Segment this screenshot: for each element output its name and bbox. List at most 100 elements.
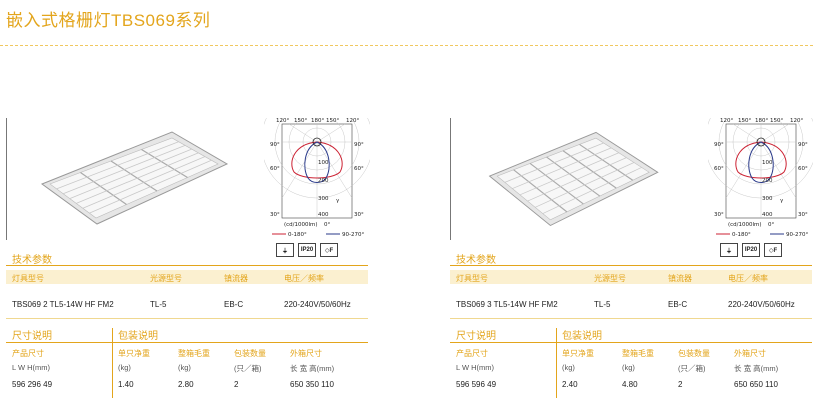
outer-value: 650 650 110: [734, 380, 778, 389]
ballast-value: EB-C: [668, 300, 688, 309]
svg-text:200: 200: [318, 178, 329, 184]
voltage-value: 220-240V/50/60Hz: [728, 300, 795, 309]
net-weight-value: 1.40: [118, 380, 134, 389]
product-panel-1: 120°150°180°150°120° 90°60°30° 90°60°30°…: [6, 85, 374, 408]
lwh-label: L W H(mm): [456, 363, 495, 372]
gross-weight-value: 4.80: [622, 380, 638, 389]
svg-text:400: 400: [318, 212, 329, 218]
pack-heading: 包装说明: [562, 331, 602, 342]
svg-text:120°: 120°: [346, 118, 359, 124]
title-divider: [0, 45, 813, 46]
spec-header-bar: [6, 270, 368, 284]
pack-heading: 包装说明: [118, 331, 158, 342]
svg-text:60°: 60°: [798, 166, 808, 172]
column-divider: [556, 328, 557, 398]
col-ballast: 镇流器: [668, 274, 692, 283]
svg-text:γ: γ: [780, 198, 784, 204]
svg-text:30°: 30°: [714, 212, 724, 218]
outer-size-label: 外箱尺寸: [290, 349, 322, 358]
dims-value: 596 596 49: [456, 380, 497, 389]
col-voltage: 电压／频率: [284, 274, 324, 283]
luminaire-photo: [488, 131, 659, 227]
section-rule: [450, 265, 812, 266]
svg-text:30°: 30°: [270, 212, 280, 218]
polar-diagram: 120°150°180°150°120° 90°60°30° 90°60°30°…: [704, 85, 813, 240]
qty-value: 2: [678, 380, 683, 389]
section-rule: [6, 265, 368, 266]
ballast-value: EB-C: [224, 300, 244, 309]
curve-blue: [304, 141, 330, 183]
cert-icons: ⏚ IP20 ◇F: [276, 243, 338, 257]
ip20-badge: IP20: [298, 243, 316, 257]
svg-text:0-180°: 0-180°: [288, 232, 307, 238]
svg-text:100: 100: [762, 160, 773, 166]
svg-text:400: 400: [762, 212, 773, 218]
lamp-value: TL-5: [594, 300, 611, 309]
svg-text:90-270°: 90-270°: [786, 232, 808, 238]
lwh-label: L W H(mm): [12, 363, 51, 372]
row-rule: [6, 318, 368, 319]
product-size-label: 产品尺寸: [12, 349, 44, 358]
col-model: 灯具型号: [12, 274, 44, 283]
outer-unit: 长 宽 高(mm): [290, 364, 335, 373]
svg-text:150°: 150°: [294, 118, 307, 124]
svg-text:150°: 150°: [738, 118, 751, 124]
pack-qty-label: 包装数量: [678, 349, 710, 358]
f-mark-icon: ◇F: [764, 243, 782, 257]
svg-text:120°: 120°: [790, 118, 803, 124]
curve-red: [291, 141, 343, 179]
ground-class-icon: ⏚: [276, 243, 294, 257]
svg-text:180°: 180°: [755, 118, 768, 124]
gross-weight-label: 整箱毛重: [622, 349, 654, 358]
tech-params-heading: 技术参数: [12, 255, 52, 266]
svg-text:(cd/1000lm): (cd/1000lm): [728, 222, 762, 228]
svg-text:100: 100: [318, 160, 329, 166]
svg-text:300: 300: [762, 196, 773, 202]
f-mark-icon: ◇F: [320, 243, 338, 257]
section-rule: [450, 342, 812, 343]
ground-class-icon: ⏚: [720, 243, 738, 257]
unit-weight-label: 单只净重: [562, 349, 594, 358]
kg-unit: (kg): [562, 363, 575, 372]
svg-text:60°: 60°: [714, 166, 724, 172]
cert-icons: ⏚IP20◇F: [720, 243, 782, 257]
curve-blue: [748, 141, 774, 183]
svg-text:30°: 30°: [354, 212, 364, 218]
dims-value: 596 296 49: [12, 380, 53, 389]
svg-text:60°: 60°: [354, 166, 364, 172]
svg-text:90-270°: 90-270°: [342, 232, 364, 238]
qty-value: 2: [234, 380, 239, 389]
spec-header-bar: [450, 270, 812, 284]
svg-text:60°: 60°: [270, 166, 280, 172]
svg-text:0°: 0°: [324, 222, 330, 228]
qty-unit: (只／箱): [678, 364, 706, 373]
kg-unit: (kg): [622, 363, 635, 372]
svg-text:200: 200: [762, 178, 773, 184]
section-rule: [6, 342, 368, 343]
row-rule: [450, 318, 812, 319]
size-heading: 尺寸说明: [456, 331, 496, 342]
svg-text:150°: 150°: [770, 118, 783, 124]
page-title: 嵌入式格栅灯TBS069系列: [6, 11, 211, 30]
kg-unit: (kg): [178, 363, 191, 372]
svg-text:0-180°: 0-180°: [732, 232, 751, 238]
kg-unit: (kg): [118, 363, 131, 372]
unit-weight-label: 单只净重: [118, 349, 150, 358]
svg-text:30°: 30°: [798, 212, 808, 218]
gross-weight-value: 2.80: [178, 380, 194, 389]
gross-weight-label: 整箱毛重: [178, 349, 210, 358]
panel-border: [6, 118, 7, 240]
svg-text:120°: 120°: [276, 118, 289, 124]
panel-border: [450, 118, 451, 240]
tech-params-heading: 技术参数: [456, 255, 496, 266]
lamp-value: TL-5: [150, 300, 167, 309]
voltage-value: 220-240V/50/60Hz: [284, 300, 351, 309]
svg-text:180°: 180°: [311, 118, 324, 124]
net-weight-value: 2.40: [562, 380, 578, 389]
col-lamp: 光源型号: [594, 274, 626, 283]
polar-diagram: 120°150°180°150°120° 90°60°30° 90°60°30°…: [260, 85, 374, 240]
outer-unit: 长 宽 高(mm): [734, 364, 779, 373]
col-lamp: 光源型号: [150, 274, 182, 283]
column-divider: [112, 328, 113, 398]
col-ballast: 镇流器: [224, 274, 248, 283]
